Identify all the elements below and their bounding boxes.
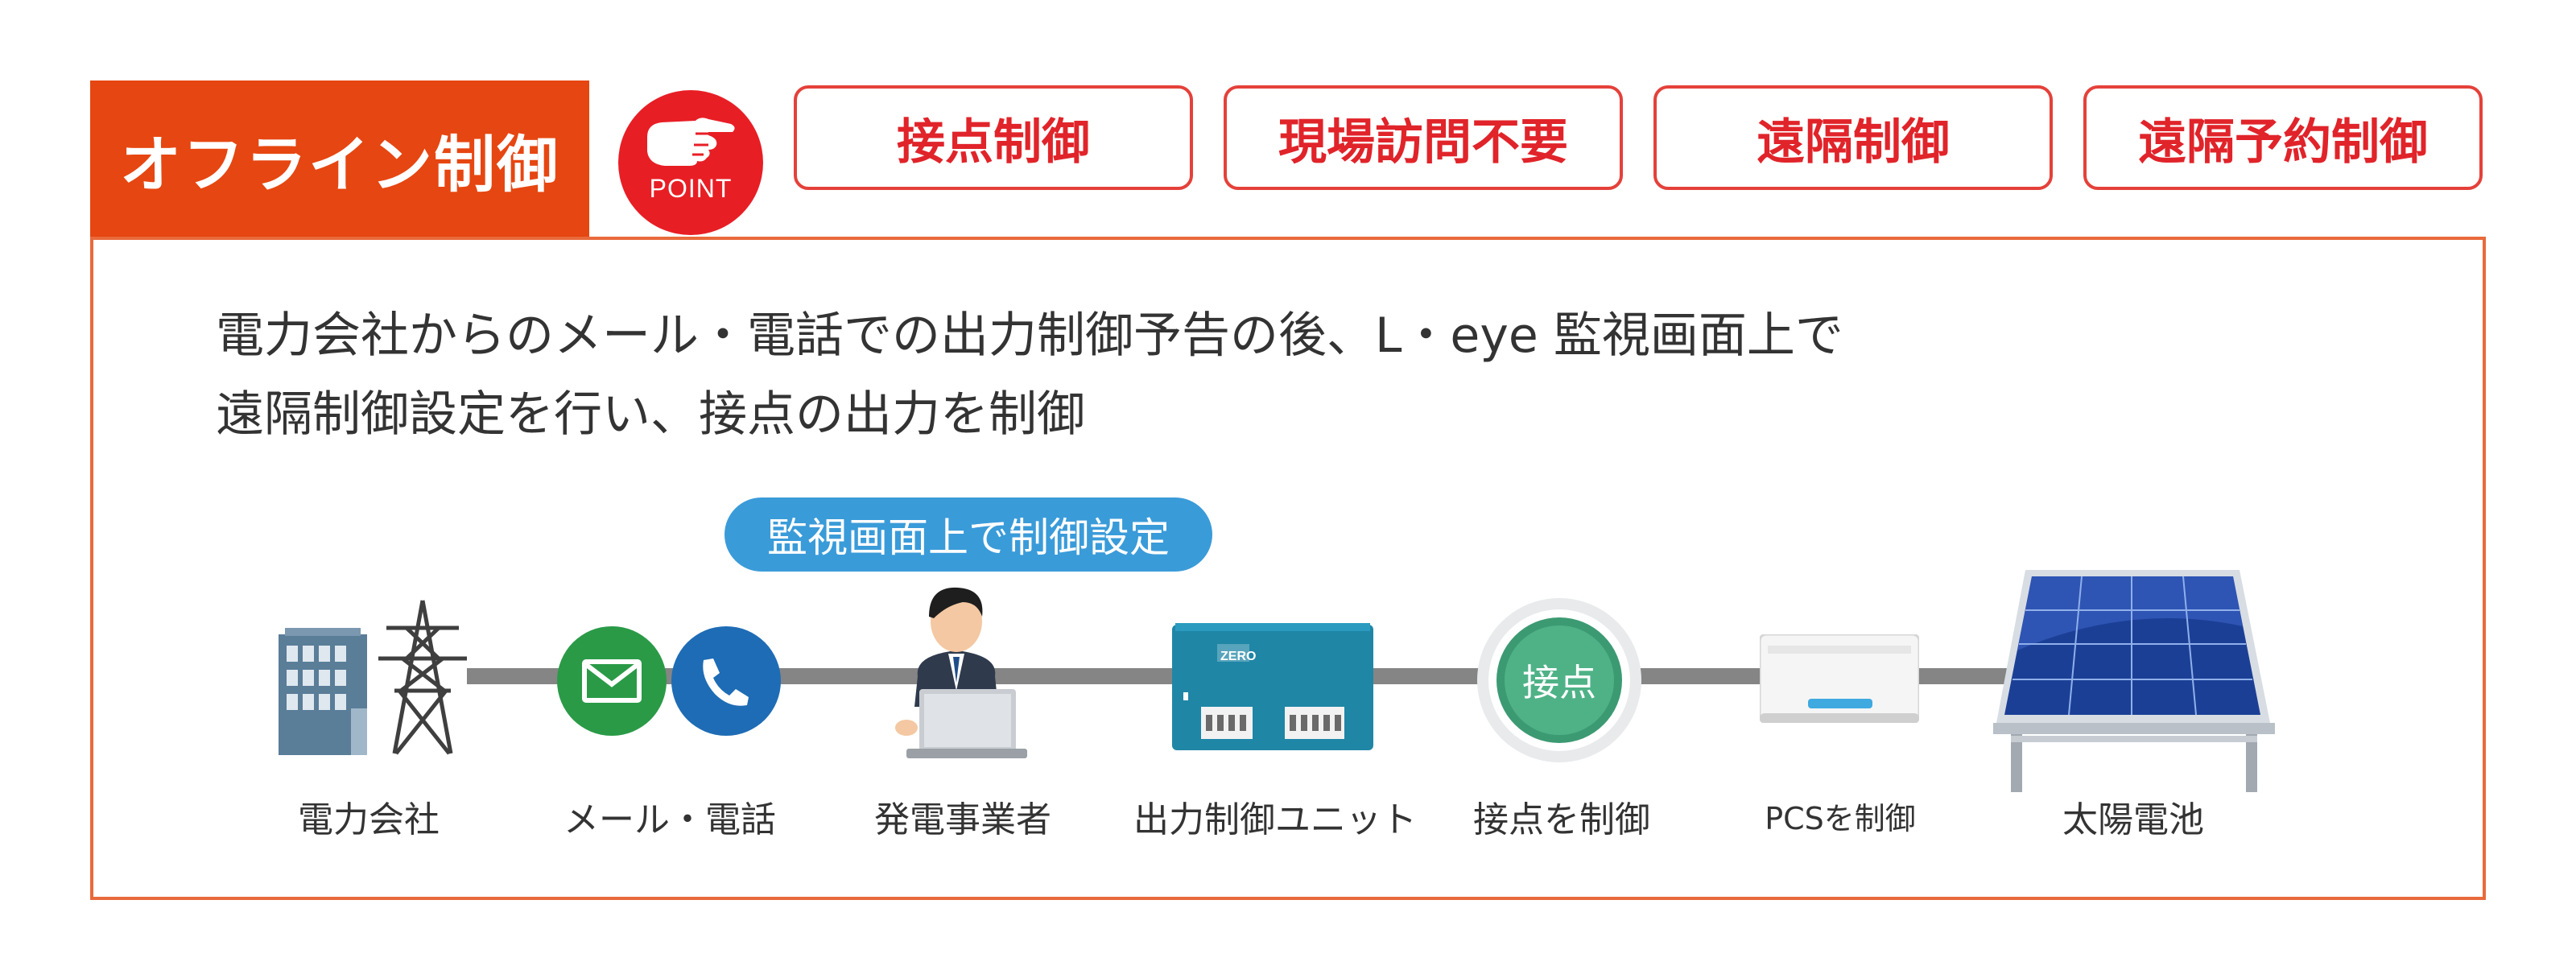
mail-phone-icon <box>557 625 782 741</box>
unit-logo-text: ZERO <box>1220 650 1256 663</box>
power-company-icon <box>274 596 467 760</box>
contact-button-icon: 接点 <box>1475 596 1644 768</box>
page-title: オフライン制御 <box>90 80 589 238</box>
point-badge: POINT <box>618 90 763 235</box>
content-panel <box>90 237 2486 900</box>
label-control-unit: 出力制御ユニット <box>1133 799 1417 840</box>
pcs-icon <box>1758 633 1921 726</box>
pointing-hand-icon <box>647 118 735 166</box>
control-unit-icon: ZERO <box>1172 620 1373 758</box>
description-line-2: 遠隔制御設定を行い、接点の出力を制御 <box>216 386 1085 443</box>
operator-icon <box>882 570 1035 771</box>
label-power-company: 電力会社 <box>298 799 440 840</box>
label-mail-phone: メール・電話 <box>564 799 776 840</box>
description-line-1: 電力会社からのメール・電話での出力制御予告の後、L・eye 監視画面上で <box>216 308 1843 364</box>
label-pcs-control: PCSを制御 <box>1765 801 1916 836</box>
contact-button-label: 接点 <box>1522 661 1596 704</box>
feature-contact-control-button[interactable]: 接点制御 <box>794 85 1193 190</box>
feature-no-site-visit-button[interactable]: 現場訪問不要 <box>1224 85 1623 190</box>
feature-remote-schedule-button[interactable]: 遠隔予約制御 <box>2083 85 2483 190</box>
description: 電力会社からのメール・電話での出力制御予告の後、L・eye 監視画面上で 遠隔制… <box>216 296 1843 454</box>
solar-panel-icon <box>1993 570 2275 799</box>
callout-pill: 監視画面上で制御設定 <box>724 497 1212 572</box>
label-contact-control: 接点を制御 <box>1473 799 1650 840</box>
point-badge-label: POINT <box>649 174 733 203</box>
label-solar-panel: 太陽電池 <box>2062 799 2204 840</box>
label-operator: 発電事業者 <box>874 799 1051 840</box>
feature-remote-control-button[interactable]: 遠隔制御 <box>1653 85 2053 190</box>
